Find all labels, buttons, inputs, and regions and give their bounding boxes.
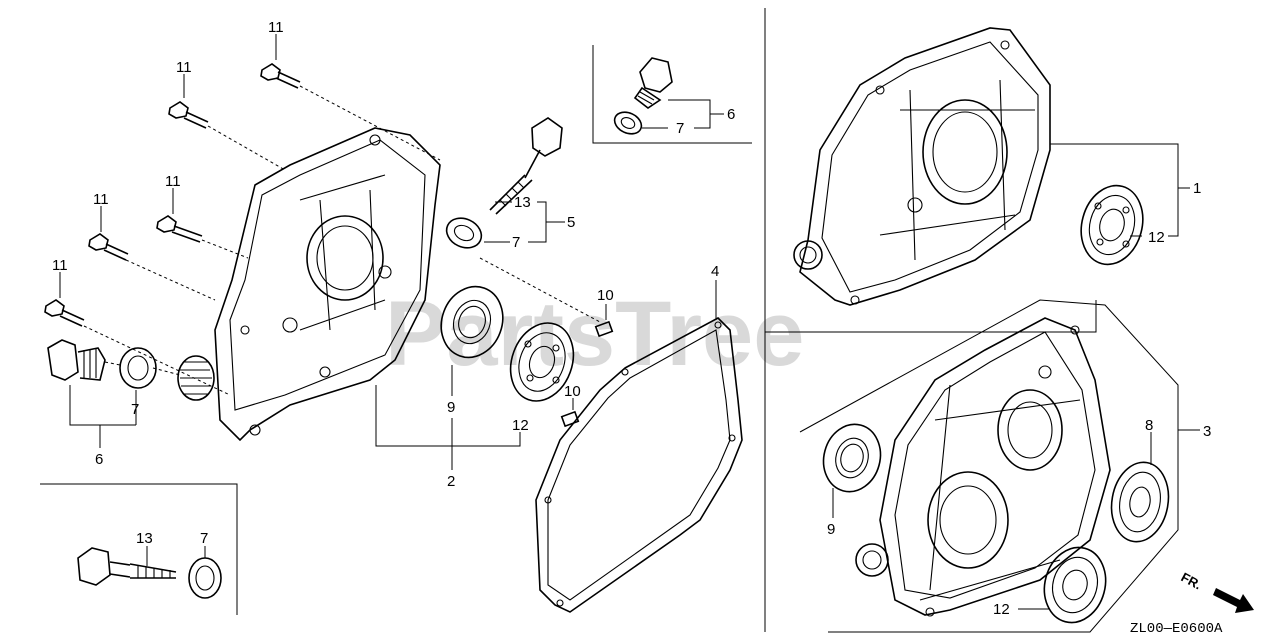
- callout-10: 10: [564, 383, 581, 400]
- callout-11: 11: [165, 173, 181, 190]
- bolt-11-second: [168, 101, 286, 171]
- callout-11: 11: [268, 19, 284, 36]
- callout-12: 12: [1148, 229, 1165, 246]
- callout-6: 6: [727, 106, 735, 123]
- direction-label: FR.: [1179, 569, 1205, 592]
- dowel-pin-10-upper: [594, 320, 614, 338]
- oil-seal-7-upper: [445, 217, 601, 323]
- diagram-code: ZL00—E0600A: [1130, 621, 1223, 637]
- callout-labels: 11 11 11 11 11 7 6 13 7 5 10 10 9 12 2 4…: [52, 19, 1211, 618]
- callout-7: 7: [131, 401, 139, 418]
- bearing-8: [1110, 461, 1170, 543]
- callout-7: 7: [200, 530, 208, 547]
- oil-seal-9-left: [440, 285, 504, 359]
- bolt-11-third: [156, 215, 249, 259]
- bolt-11-top: [260, 63, 441, 161]
- callout-12: 12: [993, 601, 1010, 618]
- callout-8: 8: [1145, 417, 1153, 434]
- oil-filler-cap-left: [47, 339, 106, 381]
- crankcase-cover-right-bottom: [855, 317, 1111, 617]
- callout-13: 13: [514, 194, 531, 211]
- oil-seal-collar-left: [104, 355, 215, 401]
- callout-13: 13: [136, 530, 153, 547]
- crankcase-cover-left: [214, 127, 441, 442]
- callout-11: 11: [176, 59, 192, 76]
- gasket-4: [535, 317, 743, 613]
- callout-9: 9: [447, 399, 455, 416]
- washer-7-left: [119, 347, 157, 389]
- callout-7: 7: [512, 234, 520, 251]
- crankcase-cover-right-top: [793, 27, 1051, 306]
- washer-7-inset-top: [613, 111, 643, 135]
- washer-7-inset-bottom: [188, 557, 222, 599]
- oil-filler-cap-inset: [633, 57, 673, 109]
- callout-1: 1: [1193, 180, 1201, 197]
- callout-11: 11: [93, 191, 109, 208]
- dipstick-inset-bottom: [77, 547, 177, 586]
- front-direction-indicator: FR.: [1179, 569, 1254, 613]
- callout-7: 7: [676, 120, 684, 137]
- callout-10: 10: [597, 287, 614, 304]
- callout-6: 6: [95, 451, 103, 468]
- bolt-11-fifth: [44, 299, 231, 396]
- bolt-11-fourth: [88, 233, 216, 301]
- callout-2: 2: [447, 473, 455, 490]
- crankcase-cover-right-bottom-frame: [799, 299, 1179, 633]
- bearing-12-right-bottom: [1043, 546, 1107, 624]
- watermark: PartsTree: [385, 283, 804, 385]
- dipstick-13: [489, 117, 563, 215]
- bearing-12-right-top: [1080, 184, 1144, 266]
- dowel-pin-10-lower: [560, 410, 580, 428]
- bearing-12-left: [509, 322, 575, 402]
- leader-lines: [59, 34, 1200, 610]
- callout-5: 5: [567, 214, 575, 231]
- inset-frames: [40, 8, 1097, 632]
- callout-3: 3: [1203, 423, 1211, 440]
- oil-seal-9-right: [822, 423, 882, 493]
- callout-12: 12: [512, 417, 529, 434]
- callout-4: 4: [711, 263, 719, 280]
- callout-9: 9: [827, 521, 835, 538]
- arrow-right-icon: [1213, 588, 1254, 613]
- callout-11: 11: [52, 257, 68, 274]
